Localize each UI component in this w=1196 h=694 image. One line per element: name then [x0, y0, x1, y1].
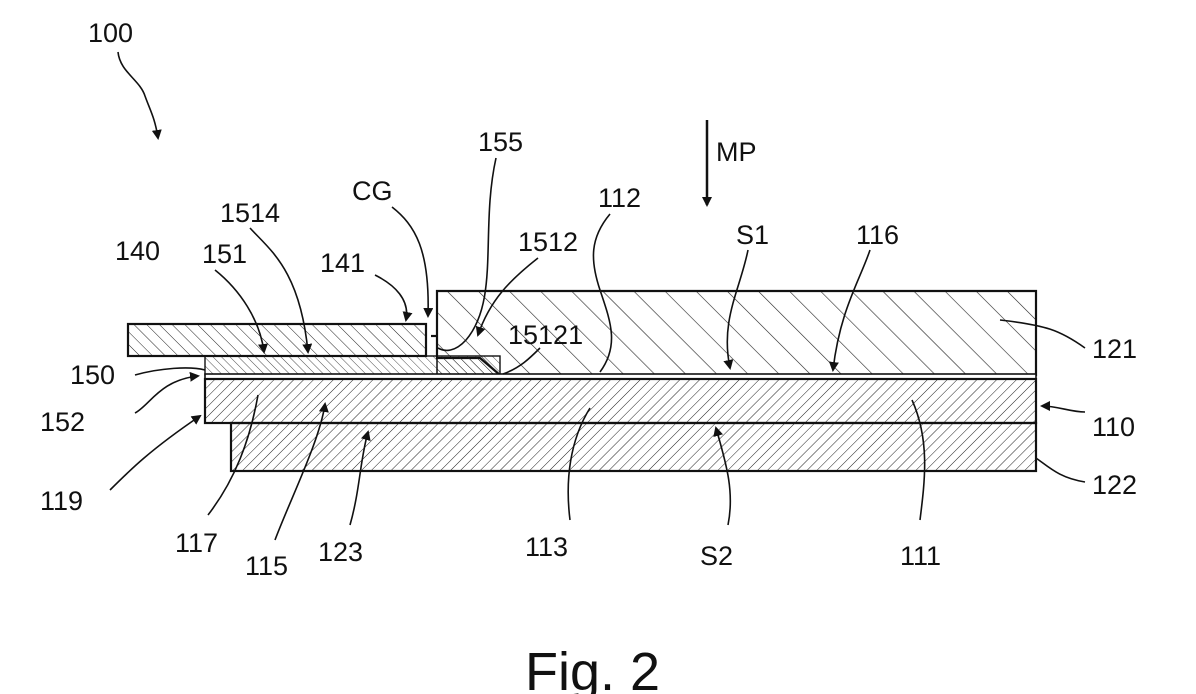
- leader-100: [118, 52, 158, 138]
- label-113: 113: [525, 532, 568, 562]
- component-122: [231, 423, 1036, 471]
- figure-caption: Fig. 2: [525, 642, 660, 694]
- label-123: 123: [318, 537, 363, 567]
- leader-cg: [392, 207, 428, 316]
- layer-150: [205, 356, 500, 375]
- label-152: 152: [40, 407, 85, 437]
- label-1514: 1514: [220, 198, 280, 228]
- label-119: 119: [40, 486, 83, 516]
- label-cg: CG: [352, 176, 393, 206]
- component-110: [205, 379, 1036, 423]
- label-122: 122: [1092, 470, 1137, 500]
- label-112: 112: [598, 183, 641, 213]
- label-116: 116: [856, 220, 899, 250]
- leader-110: [1042, 406, 1085, 412]
- label-1512: 1512: [518, 227, 578, 257]
- leader-122: [1036, 458, 1085, 482]
- leader-152: [135, 376, 198, 413]
- label-115: 115: [245, 551, 288, 581]
- label-111: 111: [900, 541, 941, 571]
- label-155: 155: [478, 127, 523, 157]
- label-s1: S1: [736, 220, 769, 250]
- label-140: 140: [115, 236, 160, 266]
- label-117: 117: [175, 528, 218, 558]
- label-15121: 15121: [508, 320, 583, 350]
- leader-141: [375, 275, 407, 320]
- label-151: 151: [202, 239, 247, 269]
- label-150: 150: [70, 360, 115, 390]
- label-s2: S2: [700, 541, 733, 571]
- label-mp: MP: [716, 137, 757, 167]
- label-110: 110: [1092, 412, 1135, 442]
- label-100: 100: [88, 18, 133, 48]
- label-121: 121: [1092, 334, 1137, 364]
- label-141: 141: [320, 248, 365, 278]
- leader-119: [110, 416, 200, 490]
- component-140: [128, 324, 426, 356]
- leader-150: [135, 368, 205, 375]
